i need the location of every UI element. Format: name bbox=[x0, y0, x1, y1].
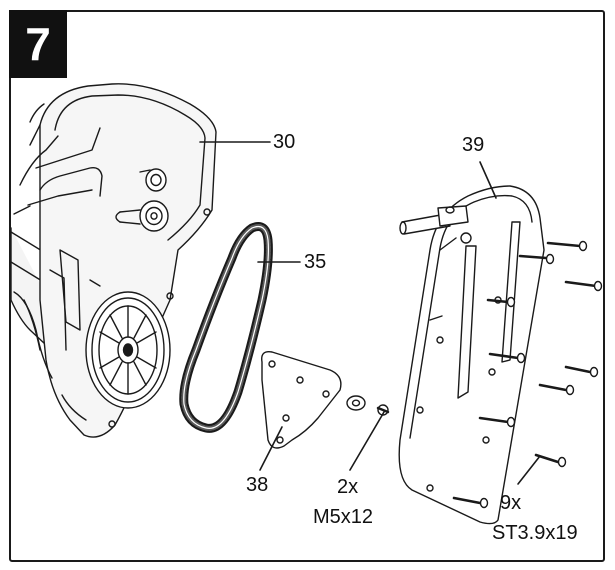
label-part-39: 39 bbox=[462, 134, 485, 156]
mounting-plate-part-38 bbox=[261, 351, 342, 449]
cover-plate-part-39 bbox=[398, 185, 545, 525]
gearbox-housing-part-30 bbox=[10, 83, 217, 438]
label-st-qty: 9x bbox=[500, 492, 522, 514]
label-part-35: 35 bbox=[304, 251, 327, 273]
screws-st3-9x19 bbox=[452, 240, 603, 509]
leader-lines bbox=[199, 141, 541, 485]
step-number-badge: 7 bbox=[9, 10, 67, 78]
figure-frame bbox=[9, 10, 605, 562]
label-m5-qty: 2x bbox=[337, 476, 359, 498]
drive-belt-part-35 bbox=[179, 222, 273, 433]
washer-and-bolt-m5 bbox=[346, 395, 390, 416]
label-part-38: 38 bbox=[246, 474, 269, 496]
label-st-spec: ST3.9x19 bbox=[492, 522, 578, 544]
label-part-30: 30 bbox=[273, 131, 296, 153]
label-m5-spec: M5x12 bbox=[313, 506, 374, 528]
